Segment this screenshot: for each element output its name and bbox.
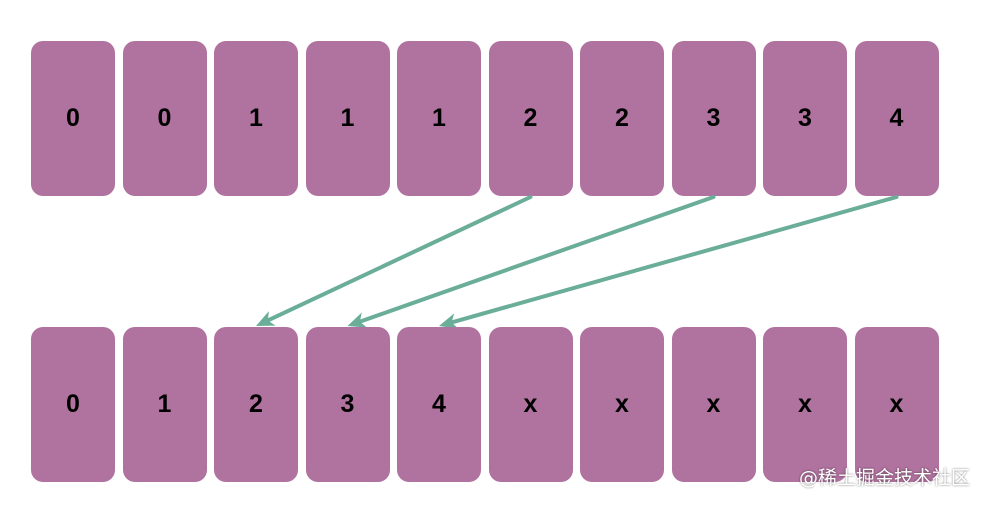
bottom-row-cell-9: x <box>854 327 939 482</box>
bottom-row-cell-6: x <box>580 327 664 482</box>
arrow-2 <box>439 195 899 329</box>
top-row-cell-3: 1 <box>305 41 390 196</box>
arrow-1 <box>347 195 716 328</box>
arrow-shaft-1 <box>358 195 716 324</box>
arrow-head-1 <box>347 312 368 328</box>
bottom-row-cell-2: 2 <box>214 327 298 482</box>
top-row-cell-5: 2 <box>488 41 573 196</box>
bottom-row-cell-4: 4 <box>397 327 481 482</box>
bottom-row-cell-7: x <box>671 327 756 482</box>
watermark: @稀土掘金技术社区 <box>798 467 970 489</box>
arrow-head-0 <box>256 311 276 326</box>
top-row-cell-4: 1 <box>397 41 481 196</box>
top-row-cell-1: 0 <box>122 41 207 196</box>
top-row-cell-7: 3 <box>671 41 756 196</box>
bottom-row-cell-1: 1 <box>122 327 207 482</box>
top-row-cell-8: 3 <box>763 41 847 196</box>
bottom-row-cell-0: 0 <box>31 327 115 482</box>
bottom-row-cell-3: 3 <box>305 327 390 482</box>
bottom-row-cell-8: x <box>763 327 847 482</box>
bottom-row-cell-5: x <box>488 327 573 482</box>
top-row-cell-2: 1 <box>214 41 298 196</box>
top-row-cell-0: 0 <box>31 41 115 196</box>
top-row-cell-9: 4 <box>854 41 939 196</box>
arrow-0 <box>256 195 533 326</box>
top-row-cell-6: 2 <box>580 41 664 196</box>
arrow-shaft-2 <box>450 195 899 325</box>
arrow-shaft-0 <box>266 195 533 323</box>
